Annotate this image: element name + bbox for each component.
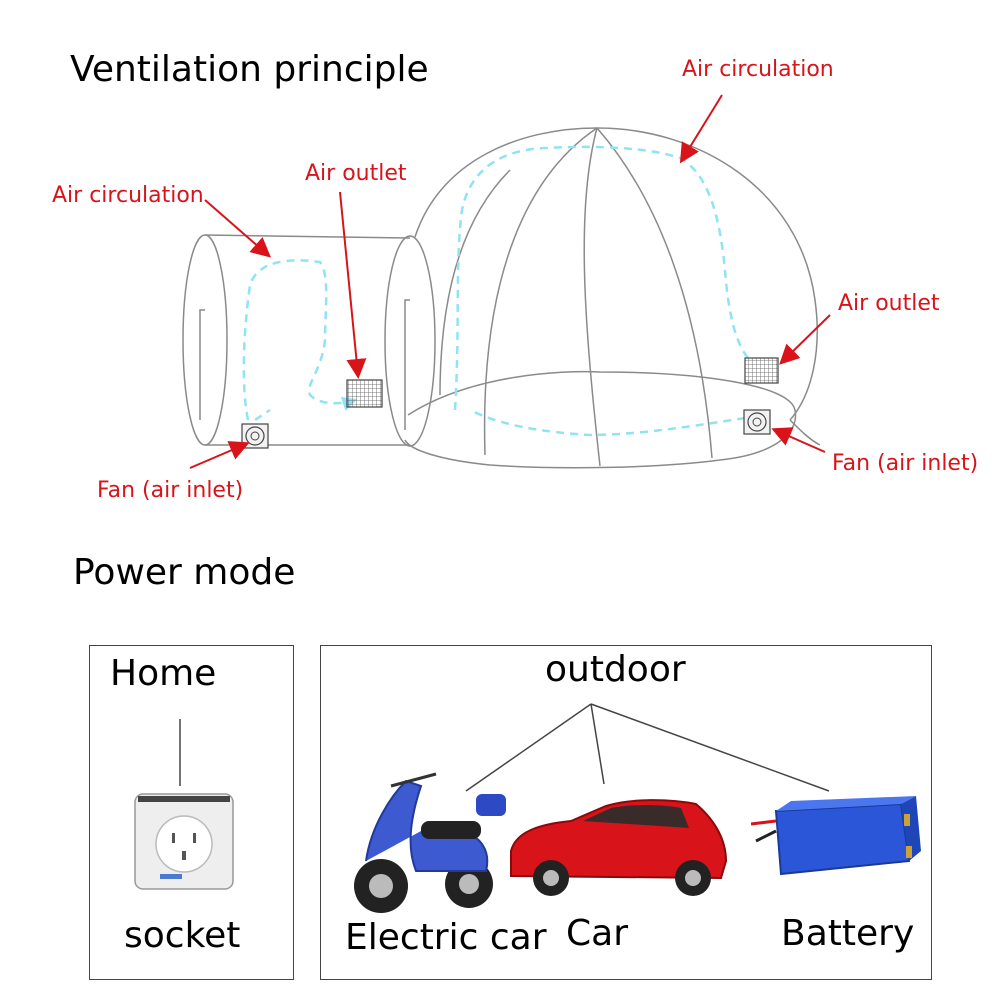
ventilation-heading: Ventilation principle (70, 49, 429, 90)
label-air-circulation-top: Air circulation (682, 57, 834, 82)
home-title: Home (110, 653, 217, 694)
vent-grille-icon (744, 357, 779, 384)
battery-icon (750, 796, 921, 876)
home-box: Home socket (89, 645, 294, 980)
outdoor-item-car: Car (566, 913, 628, 954)
outdoor-item-battery: Battery (781, 913, 915, 954)
outdoor-box: outdoor (320, 645, 932, 980)
label-air-outlet-center: Air outlet (305, 161, 407, 186)
callout-arrows (189, 94, 831, 469)
outdoor-branch-lines (465, 703, 830, 792)
fan-icon (743, 409, 771, 435)
outdoor-title: outdoor (545, 649, 686, 690)
outdoor-item-electric-car: Electric car (345, 917, 547, 958)
vent-grille-icon (346, 379, 383, 408)
power-heading: Power mode (73, 552, 296, 593)
airflow-arrows (242, 145, 751, 437)
wall-socket-icon (134, 793, 234, 890)
label-air-outlet-right: Air outlet (838, 291, 940, 316)
label-fan-left: Fan (air inlet) (97, 478, 244, 503)
outdoor-graphics (354, 703, 921, 913)
ventilation-diagram (182, 94, 831, 469)
car-icon (510, 799, 728, 896)
home-graphics (134, 719, 234, 890)
dome-tent-icon (182, 127, 821, 469)
home-item-socket: socket (124, 915, 241, 956)
scooter-icon (354, 772, 506, 913)
label-air-circulation-left: Air circulation (52, 183, 204, 208)
label-fan-right: Fan (air inlet) (832, 451, 979, 476)
